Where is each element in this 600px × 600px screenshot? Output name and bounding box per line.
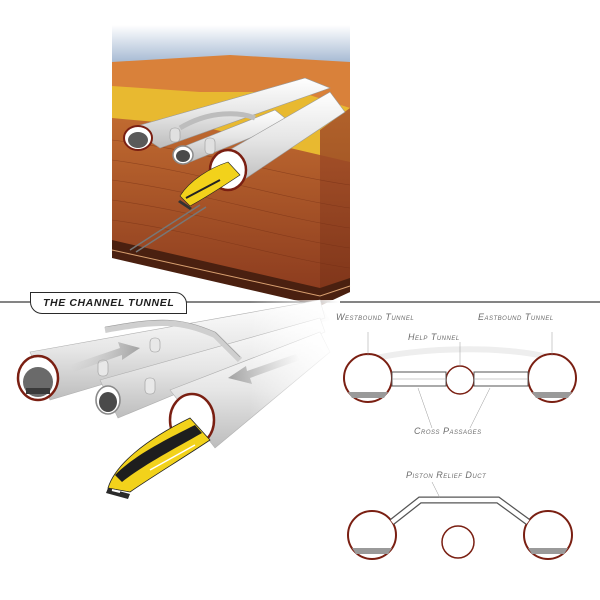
arrow-eastbound-icon: [228, 354, 300, 384]
perspective-tunnels: [16, 299, 340, 499]
label-eastbound-tunnel: Eastbound Tunnel: [478, 312, 554, 322]
cross-section-2: [347, 481, 573, 560]
label-cross-passages: Cross Passages: [414, 426, 482, 436]
surface-layer: [112, 55, 350, 110]
arrow-westbound-icon: [70, 342, 140, 372]
label-help-tunnel: Help Tunnel: [408, 332, 460, 342]
diagram-title: THE CHANNEL TUNNEL: [30, 292, 188, 314]
train-top: [179, 161, 241, 207]
earth-front: [112, 118, 350, 298]
label-piston-relief-duct: Piston Relief Duct: [406, 470, 487, 480]
label-westbound-tunnel: Westbound Tunnel: [336, 312, 415, 322]
cross-section-1: [343, 332, 577, 429]
geology-block: [111, 25, 351, 306]
earth-side: [320, 108, 350, 305]
eurostar-train-icon: [106, 417, 211, 499]
